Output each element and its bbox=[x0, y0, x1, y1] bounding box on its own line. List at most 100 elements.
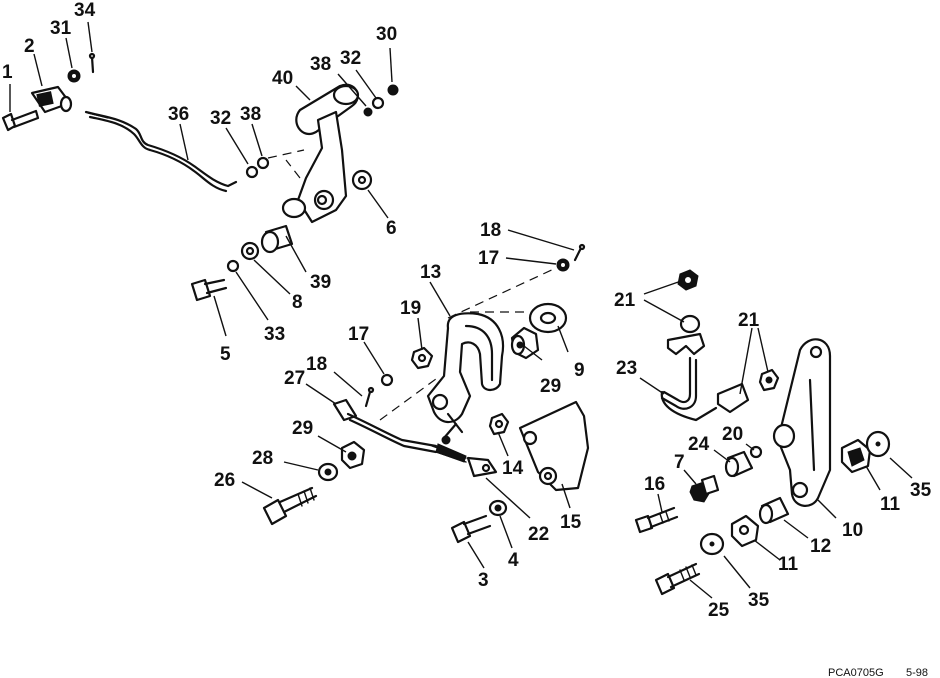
callout-2: 2 bbox=[24, 36, 35, 57]
callout-19: 19 bbox=[400, 298, 421, 319]
part-29-bushing-right bbox=[510, 326, 540, 360]
callout-11-lower: 11 bbox=[778, 554, 799, 575]
part-9-washer bbox=[528, 302, 568, 334]
callout-31: 31 bbox=[50, 18, 72, 39]
callout-13: 13 bbox=[420, 262, 441, 283]
callout-40: 40 bbox=[272, 68, 293, 89]
callout-39: 39 bbox=[310, 272, 331, 293]
part-18-cotter-pin-mid bbox=[364, 386, 375, 408]
part-14-nut bbox=[488, 412, 510, 436]
callout-29-left: 29 bbox=[292, 418, 313, 439]
part-5-screw bbox=[190, 278, 228, 302]
callout-15: 15 bbox=[560, 512, 582, 533]
part-35-washer-right bbox=[865, 430, 891, 458]
part-21-ball-joint-right bbox=[716, 368, 780, 414]
part-4-washer bbox=[488, 499, 508, 517]
callout-29-right: 29 bbox=[540, 376, 561, 397]
part-36-shift-rod bbox=[84, 110, 238, 193]
parts-38-32-30-washers-top bbox=[363, 84, 399, 117]
callout-20: 20 bbox=[722, 424, 743, 445]
footer-code: PCA0705G bbox=[828, 667, 884, 678]
callout-35-right: 35 bbox=[910, 480, 932, 501]
callout-26: 26 bbox=[214, 470, 235, 491]
callout-30: 30 bbox=[376, 24, 397, 45]
part-17-washer-mid bbox=[380, 373, 394, 387]
part-18-cotter-pin-top bbox=[573, 243, 586, 262]
part-28-washer bbox=[317, 462, 339, 482]
callout-7: 7 bbox=[674, 452, 685, 473]
callout-24: 24 bbox=[688, 434, 710, 455]
callout-25: 25 bbox=[708, 600, 730, 621]
callout-11-right: 11 bbox=[880, 494, 901, 515]
footer: PCA0705G 5-98 bbox=[828, 667, 928, 678]
part-7-nut bbox=[689, 474, 720, 503]
callout-18-mid: 18 bbox=[306, 354, 327, 375]
part-40-shift-lever bbox=[267, 83, 360, 224]
callout-14: 14 bbox=[502, 458, 524, 479]
callout-17-top: 17 bbox=[478, 248, 499, 269]
callout-1: 1 bbox=[2, 62, 13, 83]
callout-17-mid: 17 bbox=[348, 324, 369, 345]
callout-21-upper: 21 bbox=[614, 290, 636, 311]
part-25-screw bbox=[654, 562, 701, 596]
callout-6: 6 bbox=[386, 218, 397, 239]
part-20-washer-side bbox=[772, 423, 796, 449]
callout-3: 3 bbox=[478, 570, 489, 591]
assembly-line-17 bbox=[447, 267, 557, 319]
part-22-rod-end bbox=[466, 456, 498, 478]
part-17-washer-top bbox=[556, 258, 570, 272]
callout-8: 8 bbox=[292, 292, 303, 313]
part-16-screw bbox=[634, 506, 679, 534]
part-12-bushing bbox=[758, 496, 790, 525]
assembly-line-27 bbox=[379, 375, 441, 421]
callout-35-lower: 35 bbox=[748, 590, 770, 611]
callout-5: 5 bbox=[220, 344, 231, 365]
part-29-bushing-left bbox=[340, 440, 366, 470]
callout-22: 22 bbox=[528, 524, 549, 545]
part-11-bushing-right bbox=[840, 438, 872, 474]
part-11-bushing-lower bbox=[730, 514, 760, 548]
callout-16: 16 bbox=[644, 474, 665, 495]
part-34-pin bbox=[88, 52, 96, 74]
callout-27: 27 bbox=[284, 368, 305, 389]
part-27-shift-link-rod bbox=[332, 398, 467, 463]
callout-33: 33 bbox=[264, 324, 285, 345]
callout-9: 9 bbox=[574, 360, 585, 381]
footer-date: 5-98 bbox=[906, 667, 928, 678]
part-8-washer bbox=[240, 241, 260, 261]
part-19-nut bbox=[410, 346, 434, 370]
part-2-clevis bbox=[30, 85, 73, 114]
leader-lines bbox=[9, 21, 913, 599]
callout-36: 36 bbox=[168, 104, 189, 125]
part-3-screw bbox=[450, 514, 492, 544]
callout-32-left: 32 bbox=[210, 108, 231, 129]
part-15-bracket bbox=[518, 400, 590, 492]
part-23-throttle-link-rod bbox=[660, 356, 718, 422]
part-21-upper-link-nut bbox=[677, 269, 699, 291]
part-33-washer bbox=[226, 259, 240, 273]
parts-32-38-washers-left bbox=[245, 156, 270, 179]
part-21-ball-joint bbox=[666, 314, 706, 356]
callout-labels: 1 2 31 34 36 40 38 32 30 32 38 6 39 8 33… bbox=[2, 0, 932, 621]
callout-12: 12 bbox=[810, 536, 831, 557]
part-13-shift-lever-plate bbox=[426, 312, 505, 445]
part-26-bolt bbox=[262, 486, 318, 526]
part-35-washer-lower bbox=[699, 532, 725, 556]
callout-38-left: 38 bbox=[240, 104, 261, 125]
callout-32-top: 32 bbox=[340, 48, 361, 69]
callout-10: 10 bbox=[842, 520, 863, 541]
callout-34: 34 bbox=[74, 0, 96, 21]
part-24-spacer bbox=[724, 450, 754, 478]
callout-18-top: 18 bbox=[480, 220, 501, 241]
callout-4: 4 bbox=[508, 550, 519, 571]
part-39-bushing bbox=[260, 224, 294, 254]
callout-23: 23 bbox=[616, 358, 637, 379]
callout-28: 28 bbox=[252, 448, 273, 469]
part-31-washer bbox=[67, 69, 81, 83]
part-6-washer bbox=[351, 169, 373, 191]
callout-21-right: 21 bbox=[738, 310, 760, 331]
callout-38-top: 38 bbox=[310, 54, 331, 75]
part-10-throttle-lever bbox=[776, 338, 832, 507]
